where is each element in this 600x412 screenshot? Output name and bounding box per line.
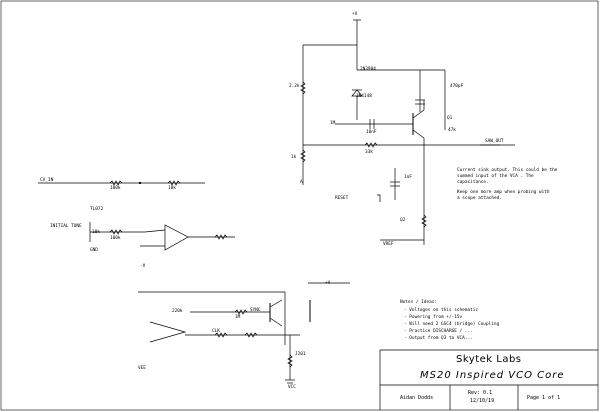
label-vneg: -V: [140, 264, 146, 269]
label-bot-out: +V: [325, 281, 331, 286]
res-bot1: [234, 309, 248, 315]
schematic-title: MS20 Inspired VCO Core: [420, 370, 565, 381]
res-opamp-out: [214, 234, 228, 240]
note-line-2: - Powering from +/-15v: [404, 315, 463, 320]
supply-label: +V: [352, 12, 358, 17]
label-res-pot: 100k: [110, 236, 121, 241]
res-pot: [109, 229, 123, 235]
label-reset: RESET: [335, 196, 349, 201]
res-left-lower: [300, 149, 306, 163]
annotation-line-3: capacitance.: [457, 180, 489, 185]
bottom-opamp: [149, 321, 187, 343]
label-bot-res1: 220k: [172, 309, 183, 314]
label-pot-val: 10k: [92, 230, 100, 235]
res-emitter: [421, 214, 427, 228]
label-gnd: GND: [90, 248, 98, 253]
label-bot-res2: 1M: [235, 315, 241, 320]
label-opamp: TL072: [90, 207, 104, 212]
transistor-emitter: [412, 129, 425, 139]
label-res-in1: 100k: [110, 186, 121, 191]
annotation-line-1: Current sink output. This could be the: [457, 168, 558, 173]
label-trans-top: 2N3904: [360, 67, 376, 72]
res-bot-v: [287, 354, 293, 368]
label-res-small: 1M: [330, 121, 336, 126]
label-node-a: A: [300, 180, 303, 185]
label-vref: VREF: [383, 242, 394, 247]
label-output: SAW_OUT: [485, 139, 504, 144]
revision-date: 12/10/19: [470, 398, 495, 404]
label-res-mid: 1k: [291, 155, 297, 160]
junction-a: [138, 181, 142, 185]
label-vcc: VCC: [288, 385, 296, 390]
note-line-5: - Output from Q3 to VCA...: [404, 336, 473, 341]
res-in2: [167, 180, 181, 186]
label-cv-in: CV_IN: [40, 178, 54, 183]
label-bot-net: CLK: [212, 329, 220, 334]
res-output: [364, 142, 378, 148]
label-res-collector: 47k: [448, 128, 456, 133]
label-res-33k: 33k: [365, 150, 373, 155]
revision: Rev: 0.1: [468, 390, 493, 396]
label-pot: INITIAL TUNE: [50, 224, 82, 229]
label-cap-note: 1nF: [404, 175, 412, 180]
res-left-upper: [300, 81, 306, 95]
res-bot2: [214, 332, 228, 338]
annotation-line-4: Keep one more amp when probing with: [457, 190, 550, 195]
transistor-collector: [412, 109, 425, 119]
note-line-3: - Will need 2 GSC4 (bridge) Coupling: [404, 322, 500, 327]
label-cap-value: 10nF: [366, 130, 377, 135]
small-bracket: [377, 194, 381, 202]
label-vee: VEE: [138, 366, 146, 371]
page-number: Page 1 of 1: [527, 395, 561, 401]
transistor2-c: [269, 299, 283, 308]
note-line-1: - Voltages on this schematic: [404, 308, 479, 313]
label-j201: J201: [295, 352, 306, 357]
opamp: [164, 224, 189, 251]
label-q2: Q2: [400, 218, 406, 223]
label-res-top: 2.2k: [289, 84, 300, 89]
annotation-line-2: summed input of the VCA . The: [457, 174, 534, 179]
label-q1: Q1: [447, 116, 453, 121]
label-res-in2: 10k: [168, 186, 176, 191]
label-diode: 1N4148: [356, 94, 372, 99]
res-in1: [109, 180, 123, 186]
label-cap-hi: 470pF: [450, 84, 464, 89]
annotation-line-5: a scope attached.: [457, 196, 502, 201]
author-name: Aidan Dodds: [400, 395, 434, 401]
opamp-in1: [144, 229, 166, 233]
label-sync: SYNC: [250, 308, 261, 313]
res-bot3: [244, 332, 258, 338]
company-name: Skytek Labs: [456, 354, 522, 365]
note-line-4: - Practice DISCHARGE / ...: [404, 329, 473, 334]
transistor2-e: [269, 317, 283, 327]
notes-heading: Notes / Ideas:: [400, 300, 438, 305]
